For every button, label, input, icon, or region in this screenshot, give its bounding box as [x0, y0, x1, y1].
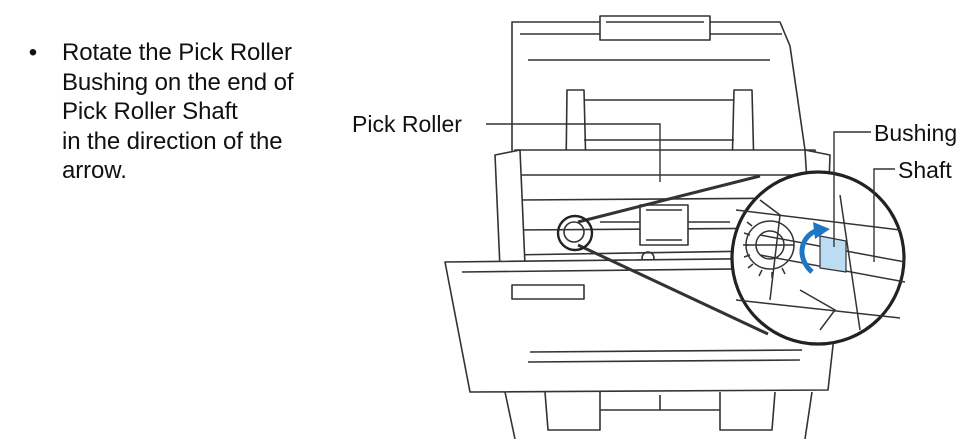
rotation-arrow-icon	[799, 227, 820, 274]
instruction-text: Rotate the Pick Roller Bushing on the en…	[62, 39, 294, 184]
magnified-view	[730, 170, 906, 346]
focus-circle	[556, 214, 594, 252]
bullet-point: •	[28, 39, 38, 66]
label-shaft: Shaft	[898, 157, 952, 183]
instruction-step: • Rotate the Pick Roller Bushing on the …	[4, 38, 364, 186]
label-bushing: Bushing	[874, 120, 957, 146]
arrowhead	[813, 222, 830, 239]
label-pick-roller: Pick Roller	[352, 111, 462, 137]
callout-lines	[486, 123, 895, 262]
zoom-connector	[577, 174, 769, 336]
gear-teeth	[743, 221, 786, 278]
bushing-part	[819, 235, 847, 273]
